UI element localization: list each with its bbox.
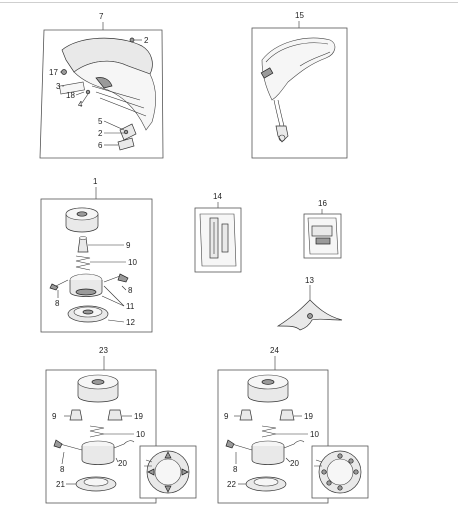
callout-20-left-assembly[interactable]: 20 [118,459,127,468]
group-7-guard: 7 2 17 3 18 4 5 2 6 [39,12,164,159]
group-14-bag: 14 [194,192,242,273]
callout-13[interactable]: 13 [305,276,314,285]
group-23-head-assembly: 23 9 19 10 20 8 21 [45,346,197,504]
callout-18[interactable]: 18 [66,91,75,100]
callout-3[interactable]: 3 [56,82,61,91]
callout-5[interactable]: 5 [98,117,103,126]
callout-19-left-assembly[interactable]: 19 [134,412,143,421]
callout-9-left-assembly[interactable]: 9 [52,412,57,421]
callout-1[interactable]: 1 [93,177,98,186]
callout-2-top[interactable]: 2 [144,36,149,45]
callout-7[interactable]: 7 [99,12,104,21]
callout-10[interactable]: 10 [128,258,137,267]
callout-23[interactable]: 23 [99,346,108,355]
callout-9[interactable]: 9 [126,241,131,250]
group-13-blade: 13 [276,276,343,331]
callout-8-left[interactable]: 8 [55,299,60,308]
callout-24[interactable]: 24 [270,346,279,355]
callout-12[interactable]: 12 [126,318,135,327]
callout-9-right-assembly[interactable]: 9 [224,412,229,421]
top-divider [0,2,458,3]
group-24-head-assembly: 24 9 19 10 20 8 22 [217,346,369,504]
callout-21[interactable]: 21 [56,480,65,489]
callout-2-bottom[interactable]: 2 [98,129,103,138]
callout-8-right-assembly[interactable]: 8 [233,465,238,474]
callout-15[interactable]: 15 [295,11,304,20]
callout-17[interactable]: 17 [49,68,58,77]
callout-10-right-assembly[interactable]: 10 [310,430,319,439]
callout-20-right-assembly[interactable]: 20 [290,459,299,468]
callout-4[interactable]: 4 [78,100,83,109]
callout-19-right-assembly[interactable]: 19 [304,412,313,421]
callout-22[interactable]: 22 [227,480,236,489]
group-1-head-kit: 1 9 10 8 8 11 12 [40,177,153,333]
callout-8-left-assembly[interactable]: 8 [60,465,65,474]
callout-16[interactable]: 16 [318,199,327,208]
group-16-bag: 16 [303,199,342,259]
callout-10-left-assembly[interactable]: 10 [136,430,145,439]
shoulder-strap-part [261,37,336,101]
callout-14[interactable]: 14 [213,192,222,201]
callout-8-right[interactable]: 8 [128,286,133,295]
callout-6[interactable]: 6 [98,141,103,150]
callout-11[interactable]: 11 [126,302,135,311]
group-15-harness: 15 [251,11,348,159]
